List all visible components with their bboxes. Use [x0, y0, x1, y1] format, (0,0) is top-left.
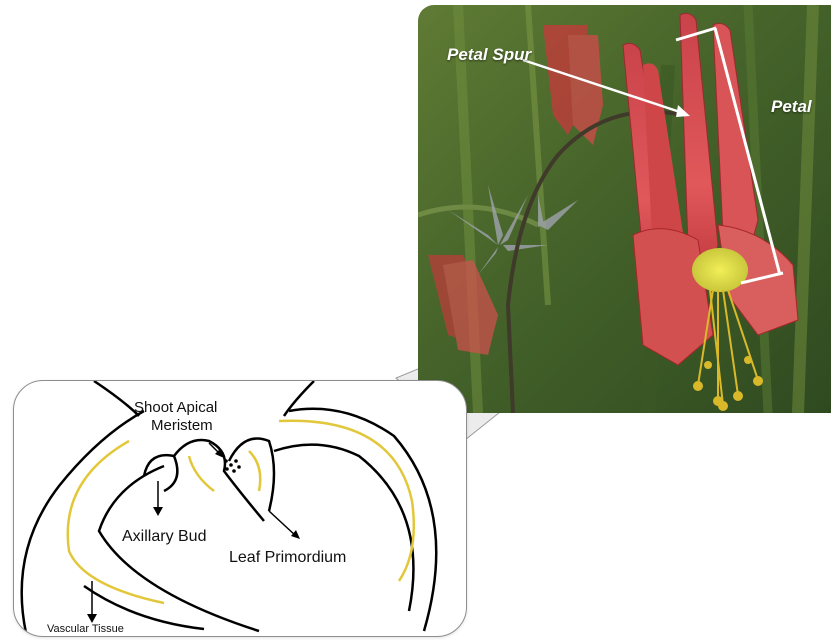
vascular-strand-left: [68, 441, 164, 603]
apex-stalk-left: [94, 381, 139, 416]
shoot-apical-meristem-label-line1: Shoot Apical: [134, 399, 217, 416]
vascular-tissue-arrow: [87, 581, 97, 623]
petal-base: [692, 248, 748, 292]
leaf-primordium-outline: [229, 439, 274, 512]
shoot-apex-drawing: [14, 381, 466, 636]
petal-spur-label: Petal Spur: [447, 45, 531, 65]
meristem-cells: [224, 459, 241, 473]
vascular-strand-bud: [189, 456, 214, 491]
photo-illustration: [418, 5, 831, 413]
petal-label: Petal: [771, 97, 812, 117]
leaf-primordium-arrow: [269, 511, 300, 539]
shoot-apex-diagram: Shoot Apical Meristem Axillary Bud Leaf …: [13, 380, 467, 637]
leaf-primordium-label: Leaf Primordium: [229, 549, 346, 567]
shoot-apical-meristem-label-line2: Meristem: [151, 417, 213, 434]
vascular-tissue-label: Vascular Tissue: [47, 623, 124, 635]
columbine-flower-photo: Petal Spur Petal: [418, 5, 831, 413]
inner-stem-right-outline: [274, 445, 413, 611]
axillary-bud-arrow: [153, 481, 163, 516]
axillary-bud-label: Axillary Bud: [122, 528, 206, 546]
vascular-strand-inner: [249, 451, 260, 491]
